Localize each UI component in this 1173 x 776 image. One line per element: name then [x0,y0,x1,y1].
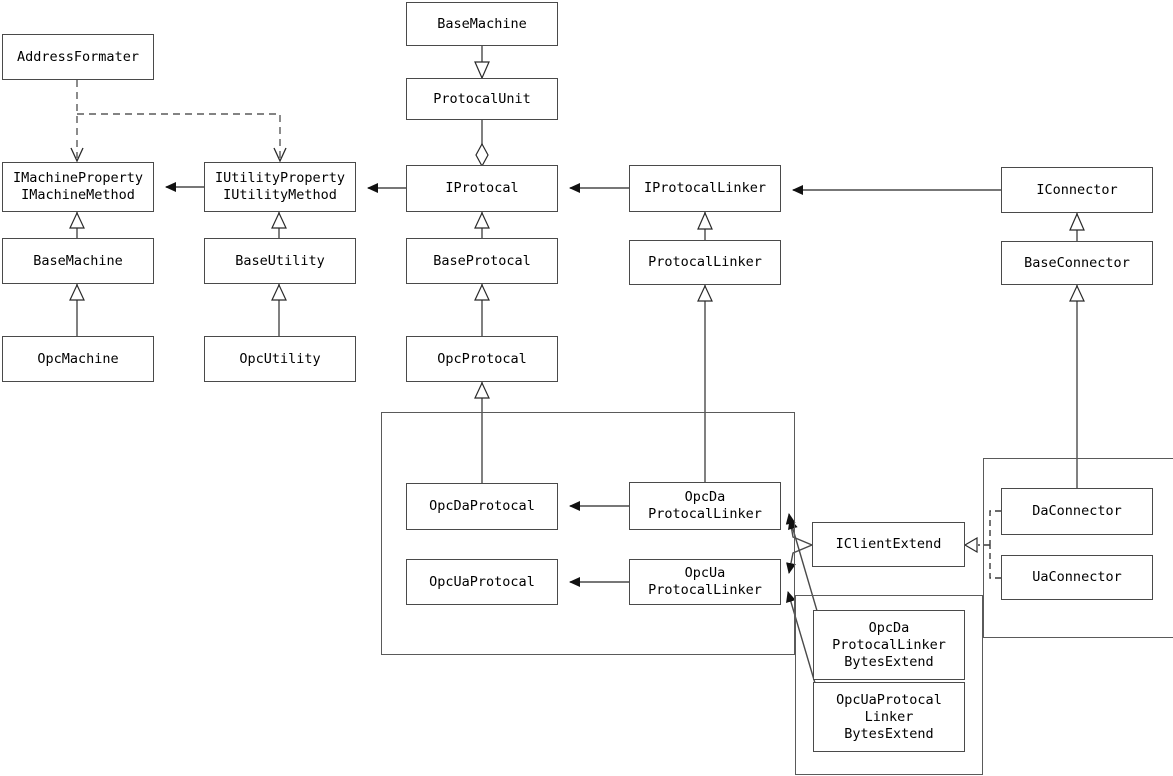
class-box-opcprotocal[interactable]: OpcProtocal [406,336,558,382]
class-box-opcmachine[interactable]: OpcMachine [2,336,154,382]
class-box-iclientextend[interactable]: IClientExtend [812,522,965,567]
class-box-uaconnector[interactable]: UaConnector [1001,555,1153,600]
edge-daconnector-iclientextend [989,510,1001,545]
class-box-iutilityproperty[interactable]: IUtilityProperty IUtilityMethod [204,162,356,212]
class-box-baseprotocal[interactable]: BaseProtocal [406,238,558,284]
class-box-addressformater[interactable]: AddressFormater [2,34,154,80]
class-box-basemachine[interactable]: BaseMachine [2,238,154,284]
class-box-opcuaprotocallinker[interactable]: OpcUa ProtocalLinker [629,559,781,605]
class-box-protocallinker[interactable]: ProtocalLinker [629,240,781,285]
class-box-iprotocallinker[interactable]: IProtocalLinker [629,165,781,212]
class-box-opcuaprotocal[interactable]: OpcUaProtocal [406,559,558,605]
class-box-daconnector[interactable]: DaConnector [1001,488,1153,535]
class-box-opcdaprotocal[interactable]: OpcDaProtocal [406,483,558,530]
class-box-iprotocal[interactable]: IProtocal [406,165,558,212]
edge-addressformater-iutility [77,113,281,158]
class-box-opcdaprotocallinkerbytesextend[interactable]: OpcDa ProtocalLinker BytesExtend [813,610,965,680]
class-box-baseutility[interactable]: BaseUtility [204,238,356,284]
edge-uaconnector-iclientextend [989,545,1001,579]
edge-iclientextend-opcualinker [786,544,813,574]
group-protocal-implementations [381,412,795,655]
class-box-imachineproperty[interactable]: IMachineProperty IMachineMethod [2,162,154,212]
class-box-opcuaprotocallinkerbytesextend[interactable]: OpcUaProtocal Linker BytesExtend [813,682,965,752]
class-box-protocalunit[interactable]: ProtocalUnit [406,78,558,120]
class-box-basemachine-top[interactable]: BaseMachine [406,2,558,46]
group-connectors [983,458,1173,638]
class-box-iconnector[interactable]: IConnector [1001,167,1153,213]
class-box-opcutility[interactable]: OpcUtility [204,336,356,382]
group-bytes-extends [795,595,983,775]
class-box-opcdaprotocallinker[interactable]: OpcDa ProtocalLinker [629,482,781,530]
class-box-baseconnector[interactable]: BaseConnector [1001,241,1153,285]
